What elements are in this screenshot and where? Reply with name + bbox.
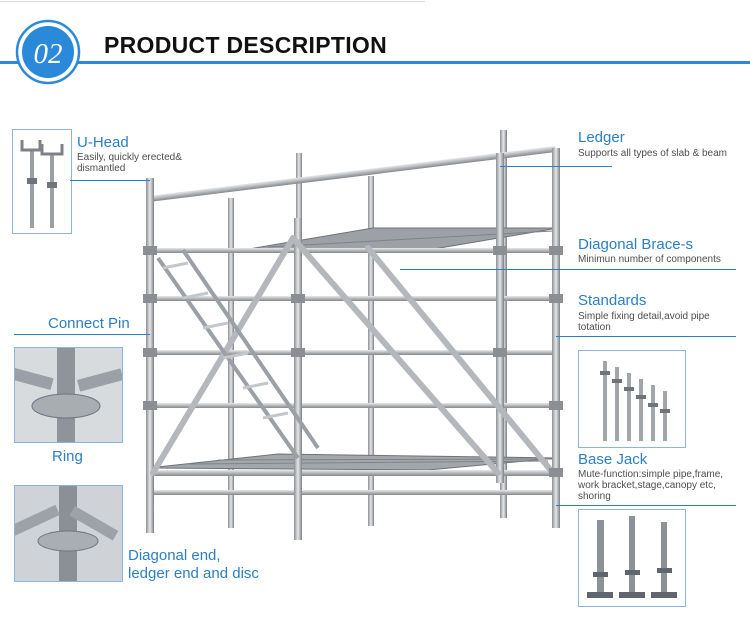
ledger-desc: Supports all types of slab & beam [578,148,727,159]
header-divider [0,61,750,64]
page-title: PRODUCT DESCRIPTION [104,32,387,58]
connect-pin-rule [14,334,150,335]
base-jack-image [578,509,686,607]
base-jack-desc-line2: work bracket,stage,canopy etc, [578,480,716,491]
section-number-badge: 02 [15,19,81,85]
standards-desc-line1: Simple fixing detail,avoid pipe [578,311,710,322]
diagonal-end-title-line2: ledger end and disc [128,565,259,582]
disc-closeup-image [14,485,123,582]
standards-desc-line2: totation [578,322,611,333]
base-jack-desc-line1: Mute-function:simple pipe,frame, [578,469,724,480]
section-number: 02 [34,38,63,70]
ledger-title: Ledger [578,129,625,146]
ring-closeup-image [14,347,123,443]
base-jack-title: Base Jack [578,451,648,468]
standards-rule [556,336,736,337]
base-jack-desc-line3: shoring [578,491,611,502]
base-jack-rule [556,505,736,506]
u-head-desc-line1: Easily, quickly erected& [77,152,182,163]
ring-title: Ring [52,448,83,465]
diagonal-brace-desc: Minimun number of components [578,254,721,265]
diagonal-brace-title: Diagonal Brace-s [578,236,694,253]
connect-pin-title: Connect Pin [48,315,130,332]
u-head-rule [70,180,150,181]
diagonal-end-title-line1: Diagonal end, [128,547,221,564]
scaffold-tower-image [143,130,563,540]
ledger-rule [500,166,612,167]
u-head-image [12,129,72,234]
header-top-divider [0,1,425,2]
standards-image [578,350,686,448]
standards-title: Standards [578,292,647,309]
diagonal-brace-rule [400,269,736,270]
u-head-desc-line2: dismantled [77,163,126,174]
u-head-title: U-Head [77,134,129,151]
